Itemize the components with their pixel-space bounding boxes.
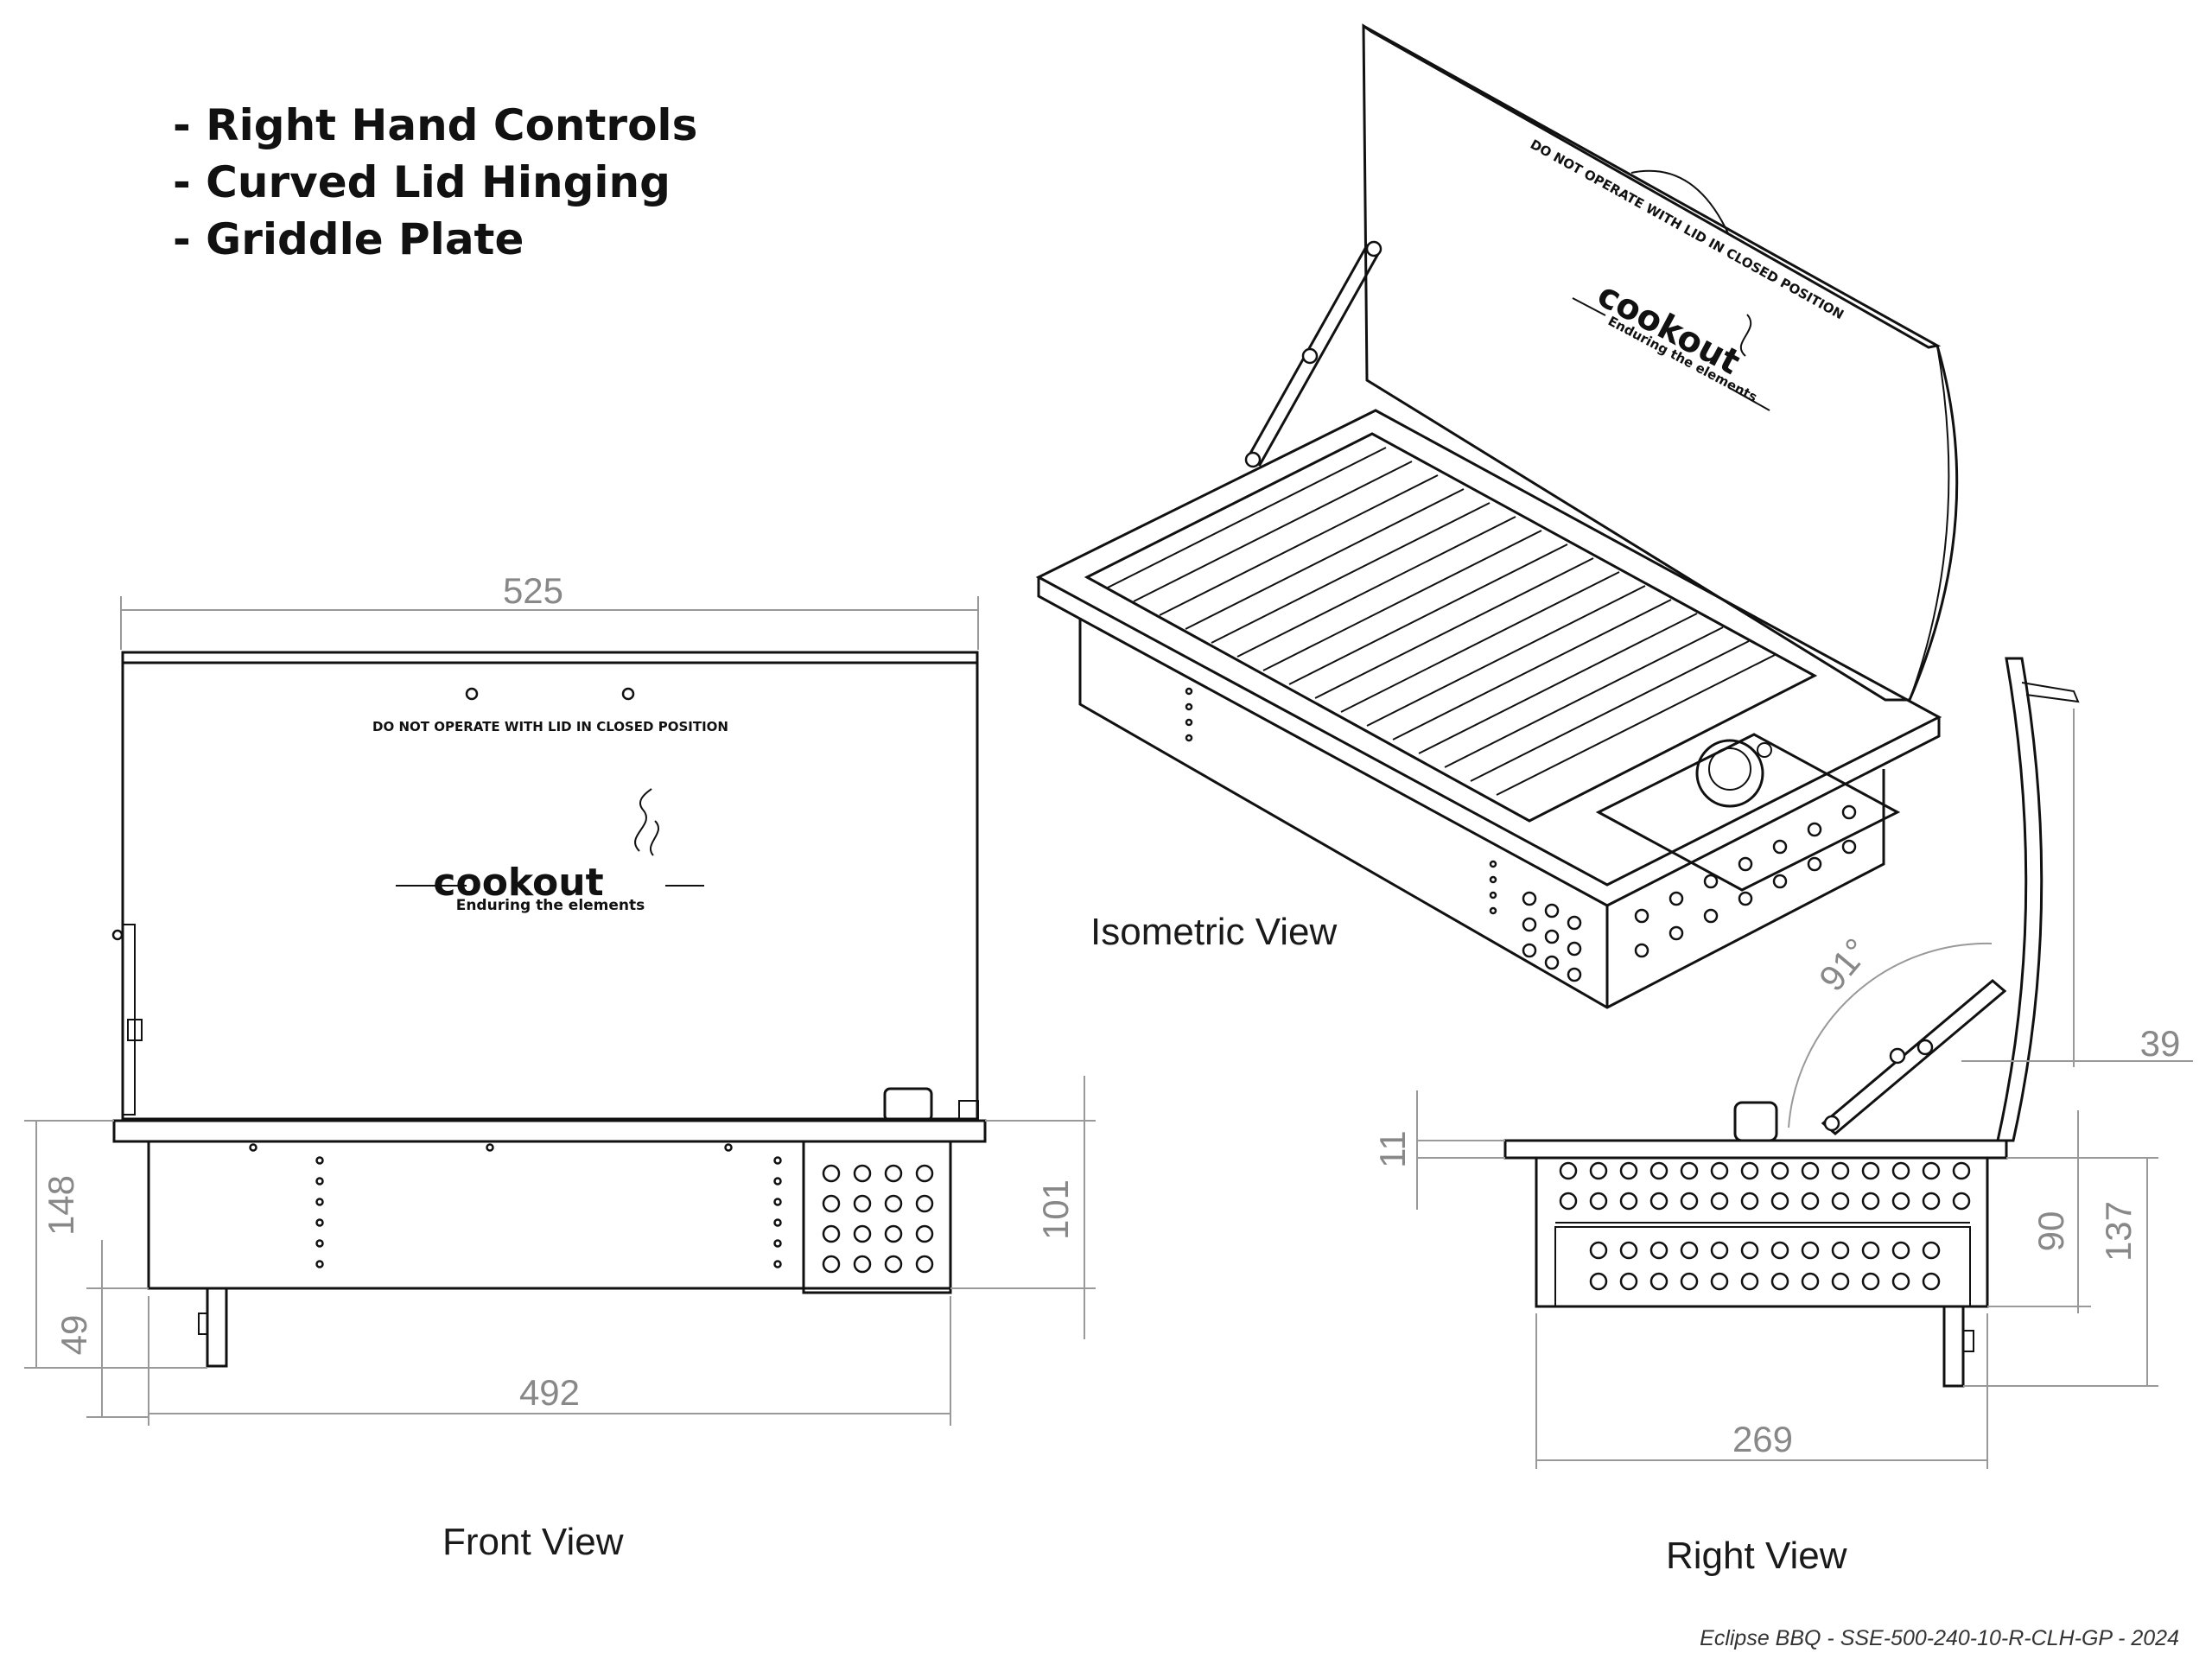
dim-lid-angle: 91° (1811, 931, 1878, 999)
feature-list: - Right Hand Controls - Curved Lid Hingi… (173, 97, 697, 268)
front-vent-dots-left (315, 1156, 324, 1268)
isometric-view: DO NOT OPERATE WITH LID IN CLOSED POSITI… (1035, 23, 1959, 1009)
isometric-view-label: Isometric View (1090, 911, 1338, 953)
dim-front-body-height: 101 (1035, 1179, 1076, 1240)
lid-warning-text: DO NOT OPERATE WITH LID IN CLOSED POSITI… (372, 719, 728, 734)
iso-vent-grid (1522, 804, 1857, 982)
right-vent-row-2 (1559, 1192, 1971, 1211)
front-vent-grid (822, 1164, 934, 1274)
feature-item: - Curved Lid Hinging (173, 157, 671, 207)
dim-right-lid-offset: 39 (2140, 1023, 2181, 1064)
front-vent-dots-right (773, 1156, 782, 1268)
right-vent-row-4 (1589, 1272, 1941, 1291)
dim-right-body-height: 90 (2031, 1211, 2071, 1252)
iso-lid-warning: DO NOT OPERATE WITH LID IN CLOSED POSITI… (1528, 137, 1847, 322)
dim-front-width-top: 525 (503, 570, 563, 611)
feature-item: - Griddle Plate (173, 214, 524, 264)
griddle-bars (1107, 447, 1776, 796)
right-vent-row-1 (1559, 1161, 1971, 1180)
cookout-logo-front: cookout Enduring the elements (396, 788, 704, 914)
front-view-label: Front View (442, 1521, 624, 1563)
dim-right-total-height: 137 (2098, 1201, 2139, 1262)
right-view-label: Right View (1666, 1535, 1847, 1577)
dim-right-depth: 269 (1732, 1419, 1793, 1459)
feature-item: - Right Hand Controls (173, 100, 698, 150)
right-vent-row-3 (1589, 1241, 1941, 1260)
right-view: 91° 269 11 (1372, 657, 2193, 1469)
cookout-logo-iso: cookout Enduring the elements (1572, 275, 1770, 411)
dim-right-top-thickness: 11 (1372, 1130, 1413, 1168)
drawing-reference: Eclipse BBQ - SSE-500-240-10-R-CLH-GP - … (1700, 1626, 2179, 1650)
dim-front-height-total: 148 (41, 1175, 81, 1236)
iso-vent-dots (1185, 687, 1497, 915)
logo-tagline: Enduring the elements (456, 897, 645, 914)
dim-front-leg-height: 49 (54, 1315, 94, 1356)
front-view: 525 DO NOT OPERATE WITH LID IN CLOSED PO… (24, 570, 1096, 1426)
logo-word: cookout (433, 861, 603, 905)
dim-front-width-bottom: 492 (519, 1372, 580, 1413)
